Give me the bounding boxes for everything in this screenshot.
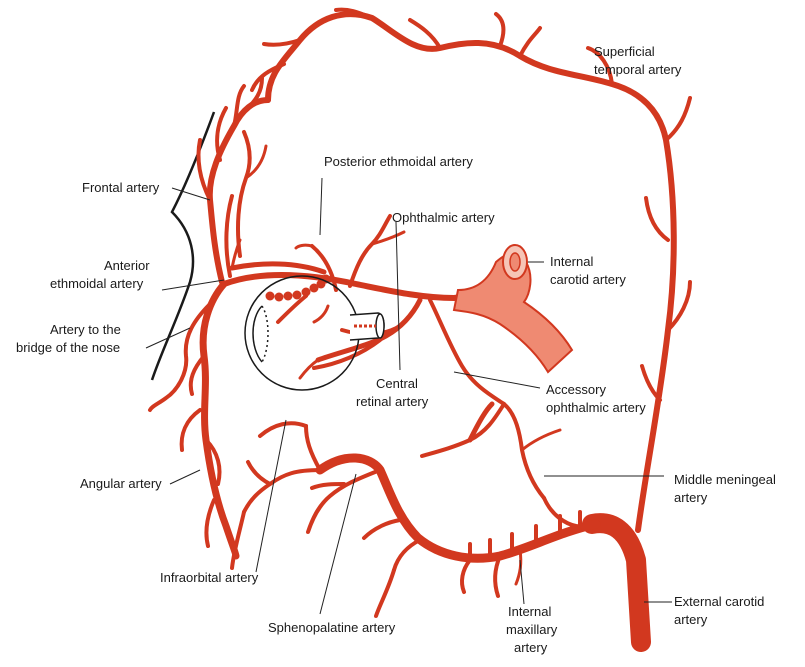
label-middle-meningeal: Middle meningeal artery <box>674 472 776 505</box>
ophthalmic-artery-tree <box>224 216 544 498</box>
svg-text:maxillary: maxillary <box>506 622 558 637</box>
svg-text:Accessory: Accessory <box>546 382 606 397</box>
internal-maxillary-vessel <box>320 458 596 558</box>
label-external-carotid: External carotid artery <box>674 594 764 627</box>
svg-text:temporal artery: temporal artery <box>594 62 682 77</box>
frontal-artery-tree <box>198 78 268 282</box>
label-central-retinal: Central retinal artery <box>356 376 429 409</box>
svg-text:bridge of the nose: bridge of the nose <box>16 340 120 355</box>
label-frontal: Frontal artery <box>82 180 160 195</box>
svg-text:artery: artery <box>514 640 548 655</box>
optic-nerve <box>350 313 384 340</box>
svg-text:Internal: Internal <box>508 604 551 619</box>
external-carotid-trunk <box>592 523 641 642</box>
label-sphenopalatine: Sphenopalatine artery <box>268 620 396 635</box>
label-anterior-ethmoidal: Anterior ethmoidal artery <box>50 258 150 291</box>
svg-text:Superficial: Superficial <box>594 44 655 59</box>
label-posterior-ethmoidal: Posterior ethmoidal artery <box>324 154 473 169</box>
label-accessory-ophthalmic: Accessory ophthalmic artery <box>546 382 646 415</box>
svg-text:ethmoidal artery: ethmoidal artery <box>50 276 144 291</box>
svg-text:Infraorbital artery: Infraorbital artery <box>160 570 259 585</box>
svg-text:Artery to the: Artery to the <box>50 322 121 337</box>
svg-text:ophthalmic artery: ophthalmic artery <box>546 400 646 415</box>
svg-text:Ophthalmic artery: Ophthalmic artery <box>392 210 495 225</box>
svg-text:artery: artery <box>674 612 708 627</box>
svg-text:Posterior ethmoidal artery: Posterior ethmoidal artery <box>324 154 473 169</box>
svg-text:carotid artery: carotid artery <box>550 272 626 287</box>
svg-text:retinal artery: retinal artery <box>356 394 429 409</box>
maxillary-branches <box>232 404 580 616</box>
svg-text:Anterior: Anterior <box>104 258 150 273</box>
label-internal-maxillary: Internal maxillary artery <box>506 604 558 655</box>
svg-text:artery: artery <box>674 490 708 505</box>
svg-text:Middle meningeal: Middle meningeal <box>674 472 776 487</box>
svg-text:External carotid: External carotid <box>674 594 764 609</box>
angular-artery-tree <box>150 284 236 556</box>
label-internal-carotid: Internal carotid artery <box>550 254 626 287</box>
label-superficial-temporal: Superficial temporal artery <box>594 44 682 77</box>
label-angular: Angular artery <box>80 476 162 491</box>
svg-text:Frontal artery: Frontal artery <box>82 180 160 195</box>
svg-text:Central: Central <box>376 376 418 391</box>
svg-text:Sphenopalatine artery: Sphenopalatine artery <box>268 620 396 635</box>
label-infraorbital: Infraorbital artery <box>160 570 259 585</box>
svg-text:Internal: Internal <box>550 254 593 269</box>
label-ophthalmic: Ophthalmic artery <box>392 210 495 225</box>
svg-text:Angular artery: Angular artery <box>80 476 162 491</box>
label-bridge-of-nose: Artery to the bridge of the nose <box>16 322 121 355</box>
